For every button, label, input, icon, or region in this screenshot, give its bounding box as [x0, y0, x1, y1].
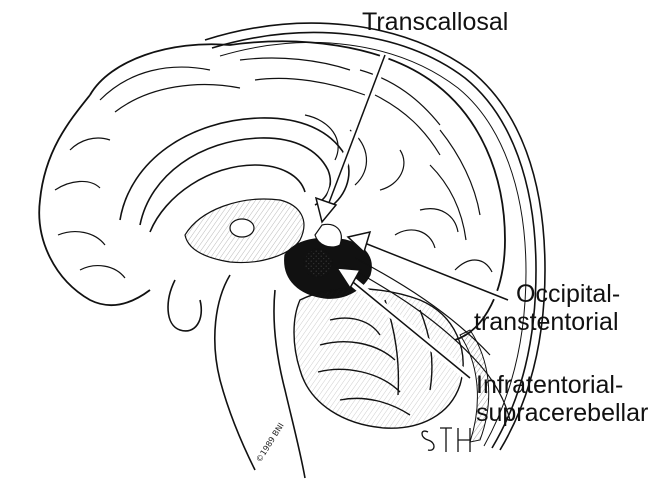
- transcallosal-label: Transcallosal: [362, 8, 508, 36]
- brainstem: [168, 275, 305, 478]
- infratentorial-label-line2: supracerebellar: [476, 399, 648, 427]
- artist-signature: [422, 428, 470, 452]
- infratentorial-label-line1: Infratentorial-: [476, 371, 623, 399]
- arrow-transcallosal: [316, 55, 385, 222]
- cerebellum: [294, 289, 463, 428]
- occipital-label-line1: Occipital-: [516, 280, 620, 308]
- cerebral-hemisphere: [39, 41, 505, 340]
- occipital-label-line2: transtentorial: [474, 308, 619, 336]
